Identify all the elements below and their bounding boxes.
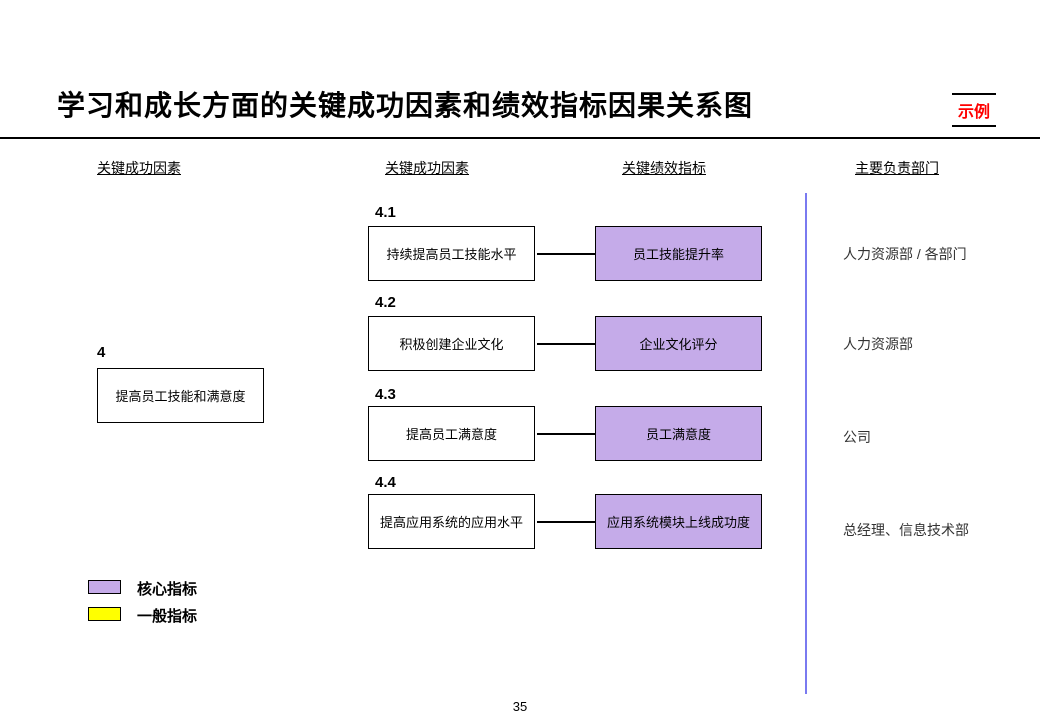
connector-line [537,433,595,435]
row-id-label: 4.4 [375,474,396,491]
department-label: 总经理、信息技术部 [843,522,969,538]
row-id-label: 4.2 [375,294,396,311]
column-header-csf-level1: 关键成功因素 [97,160,181,176]
column-header-department: 主要负责部门 [855,160,939,176]
department-label: 人力资源部 / 各部门 [843,246,967,262]
row-id-label: 4.3 [375,386,396,403]
left-factor-box: 提高员工技能和满意度 [97,368,264,423]
csf-box: 提高应用系统的应用水平 [368,494,535,549]
csf-box: 提高员工满意度 [368,406,535,461]
connector-line [537,343,595,345]
kpi-box-core: 企业文化评分 [595,316,762,371]
legend-label-general: 一般指标 [137,608,198,625]
csf-box: 积极创建企业文化 [368,316,535,371]
department-label: 公司 [843,429,871,445]
legend-swatch-core [88,580,121,594]
kpi-box-core: 应用系统模块上线成功度 [595,494,762,549]
left-factor-id: 4 [97,344,106,361]
column-header-kpi: 关键绩效指标 [622,160,706,176]
legend-label-core: 核心指标 [137,581,198,598]
connector-line [537,521,595,523]
example-tag: 示例 [952,93,996,127]
row-id-label: 4.1 [375,204,396,221]
department-label: 人力资源部 [843,336,913,352]
department-divider-line [805,193,807,694]
legend-swatch-general [88,607,121,621]
kpi-box-core: 员工技能提升率 [595,226,762,281]
connector-line [537,253,595,255]
csf-box: 持续提高员工技能水平 [368,226,535,281]
column-header-csf-level2: 关键成功因素 [385,160,469,176]
page-title: 学习和成长方面的关键成功因素和绩效指标因果关系图 [57,90,754,121]
title-divider-line [0,137,1040,139]
page-number: 35 [512,699,528,714]
kpi-box-core: 员工满意度 [595,406,762,461]
